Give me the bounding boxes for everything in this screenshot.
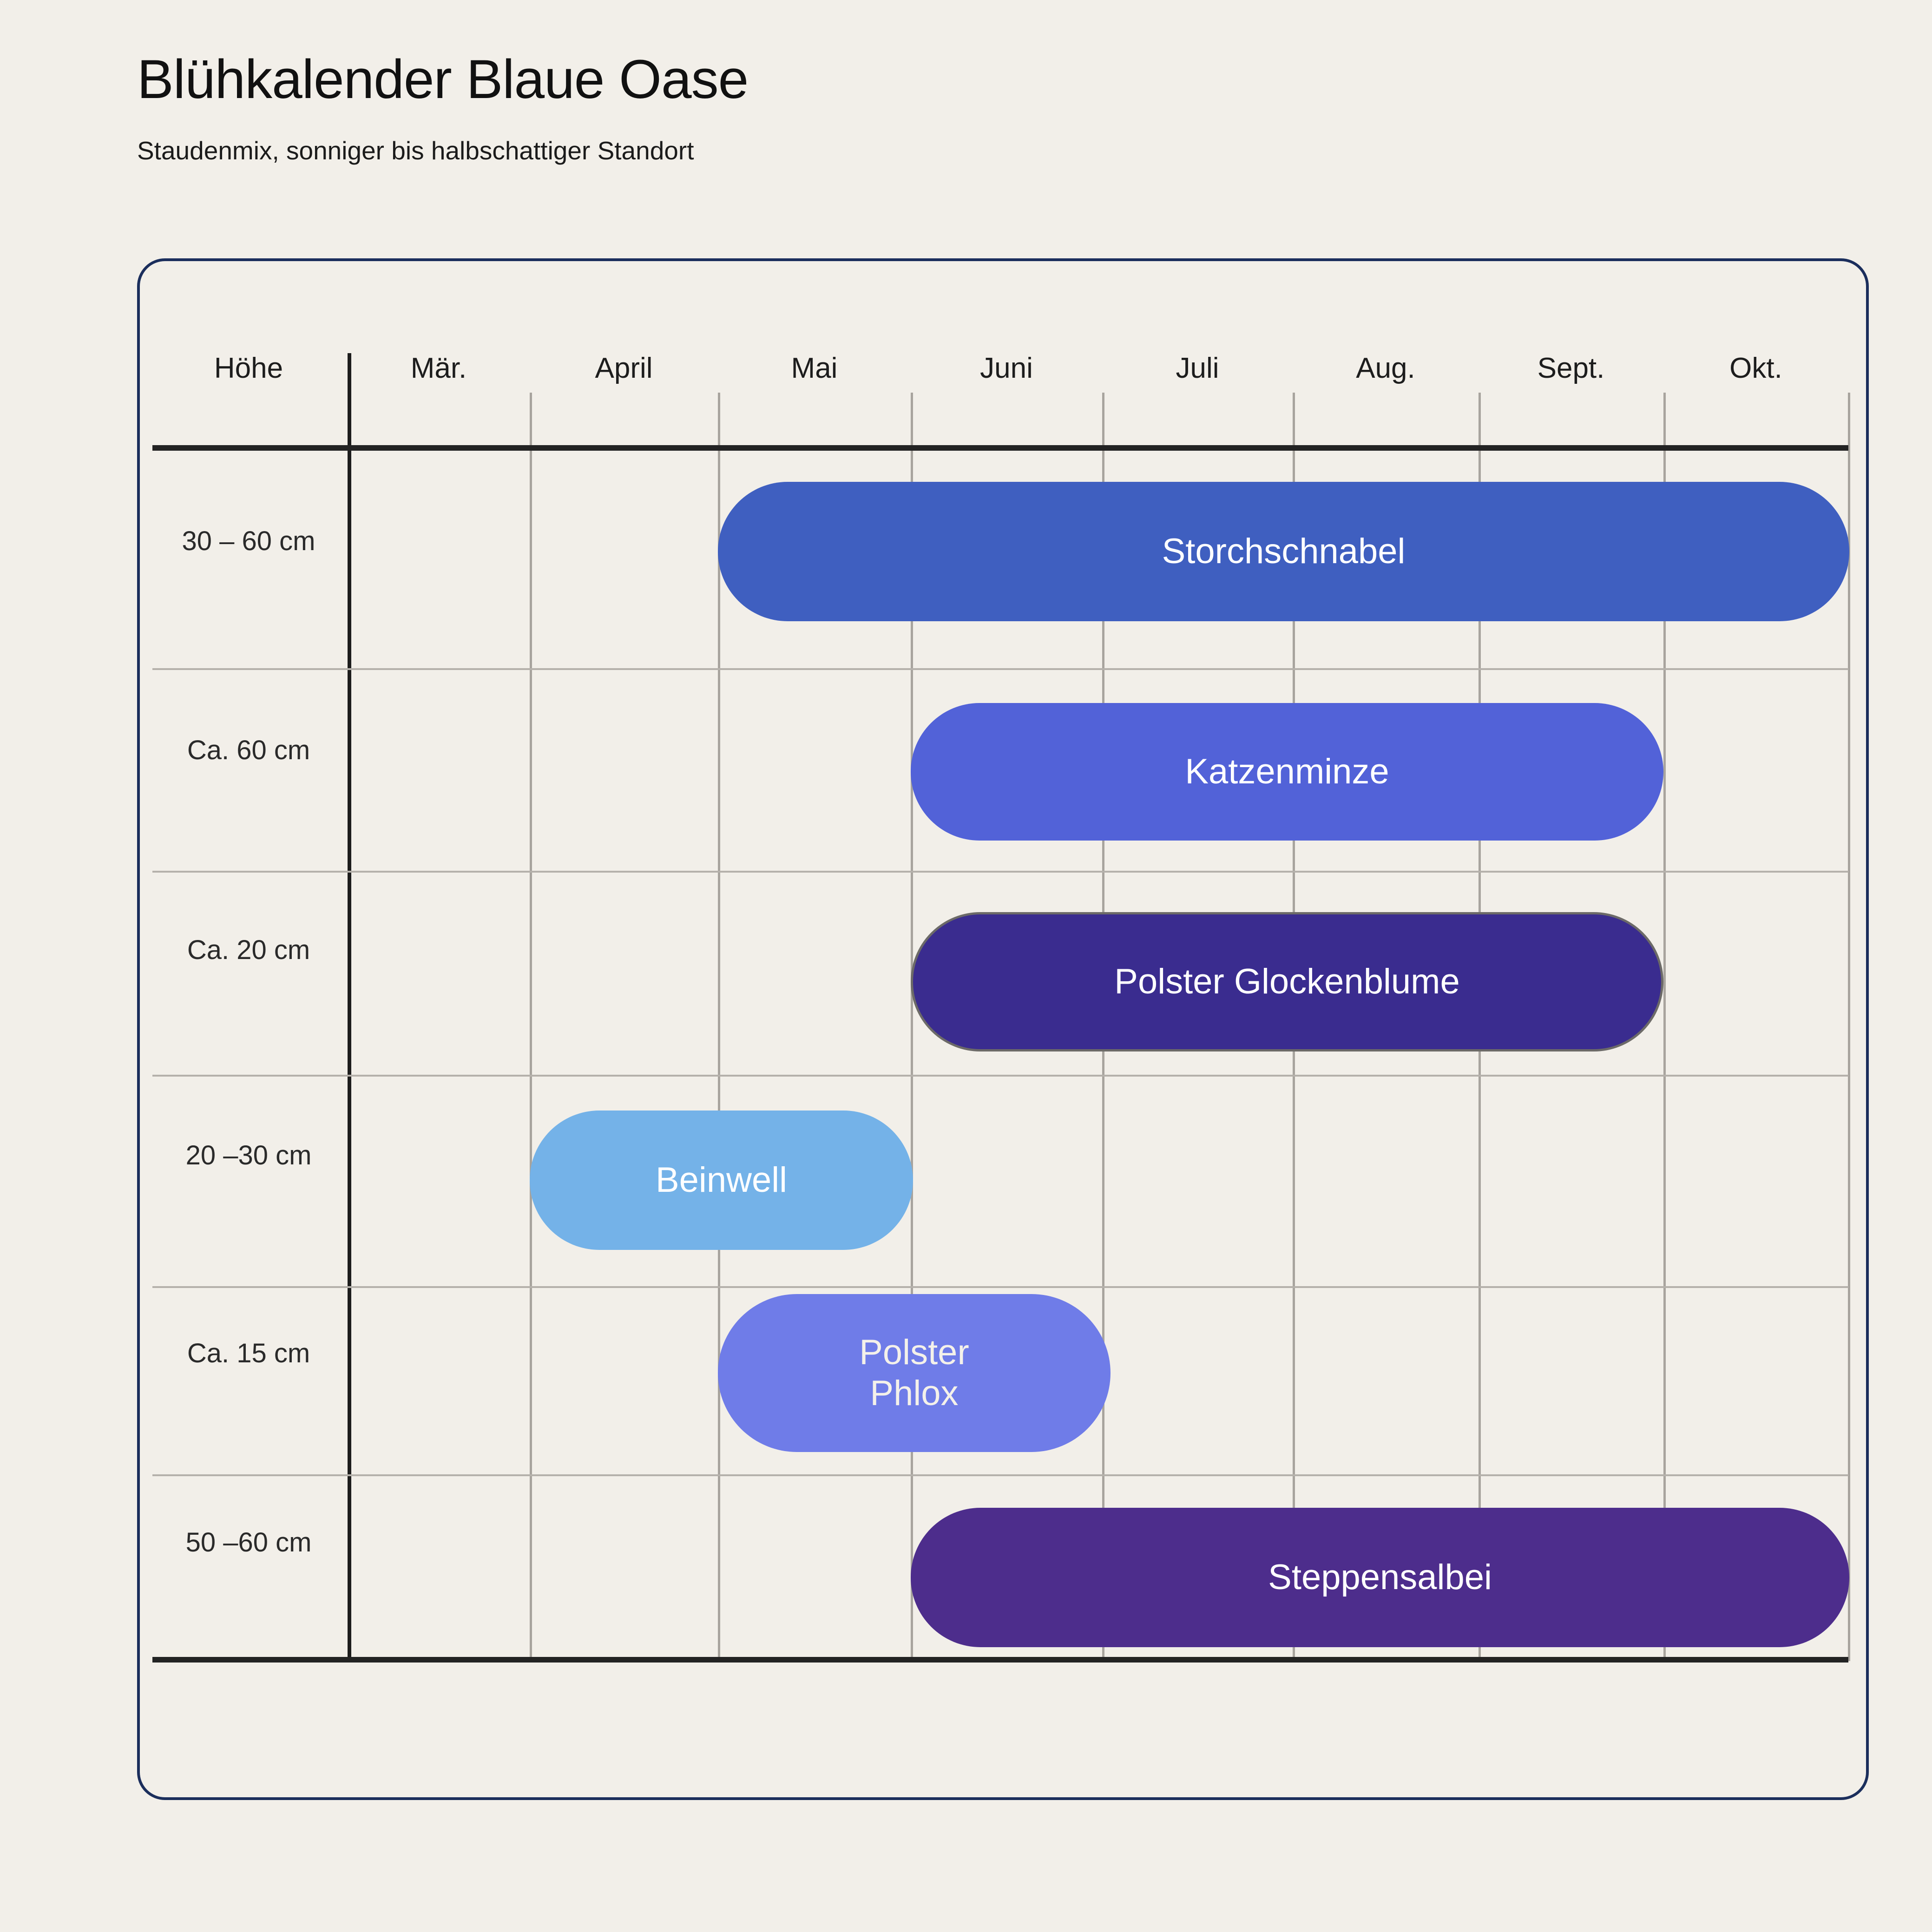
column-header-okt: Okt. xyxy=(1729,352,1782,384)
row-height-label: 20 –30 cm xyxy=(185,1140,312,1170)
column-header-juni: Juni xyxy=(980,352,1033,384)
bloom-bar-steppensalbei[interactable]: Steppensalbei xyxy=(911,1508,1849,1647)
column-header-hoehe: Höhe xyxy=(214,352,283,384)
axis-line-bottom xyxy=(152,1657,1848,1663)
column-header-juli: Juli xyxy=(1176,352,1219,384)
row-divider-2 xyxy=(152,871,1848,873)
bloom-bar-polster-phlox[interactable]: Polster Phlox xyxy=(718,1294,1111,1452)
chart-header: Blühkalender Blaue Oase Staudenmix, sonn… xyxy=(137,51,1810,165)
bloom-bar-beinwell[interactable]: Beinwell xyxy=(530,1111,913,1250)
bloom-bar-katzenminze[interactable]: Katzenminze xyxy=(911,703,1663,841)
page-subtitle: Staudenmix, sonniger bis halbschattiger … xyxy=(137,136,694,165)
page-title: Blühkalender Blaue Oase xyxy=(137,49,749,110)
row-divider-5 xyxy=(152,1474,1848,1476)
column-header-april: April xyxy=(595,352,653,384)
row-height-label: Ca. 60 cm xyxy=(187,735,310,765)
grid-line-mai xyxy=(718,393,720,1661)
row-height-label: 30 – 60 cm xyxy=(182,526,315,556)
bloom-bar-storchschnabel[interactable]: Storchschnabel xyxy=(718,482,1849,621)
grid-divider-height xyxy=(348,353,351,1660)
column-header-sept: Sept. xyxy=(1537,352,1605,384)
row-divider-4 xyxy=(152,1286,1848,1288)
row-height-label: Ca. 20 cm xyxy=(187,935,310,965)
grid-line-okt xyxy=(1663,393,1666,1661)
row-divider-1 xyxy=(152,668,1848,670)
grid-line-juni xyxy=(911,393,913,1661)
chart-card xyxy=(137,258,1869,1800)
column-header-aug: Aug. xyxy=(1356,352,1415,384)
row-height-label: Ca. 15 cm xyxy=(187,1338,310,1368)
row-height-label: 50 –60 cm xyxy=(185,1527,312,1557)
row-divider-3 xyxy=(152,1075,1848,1077)
grid-line-end xyxy=(1848,393,1850,1661)
grid-line-april xyxy=(530,393,532,1661)
column-header-mai: Mai xyxy=(791,352,838,384)
column-header-maer: Mär. xyxy=(410,352,467,384)
axis-line-top xyxy=(152,445,1848,451)
bloom-bar-polster-glockenblume[interactable]: Polster Glockenblume xyxy=(911,912,1663,1051)
